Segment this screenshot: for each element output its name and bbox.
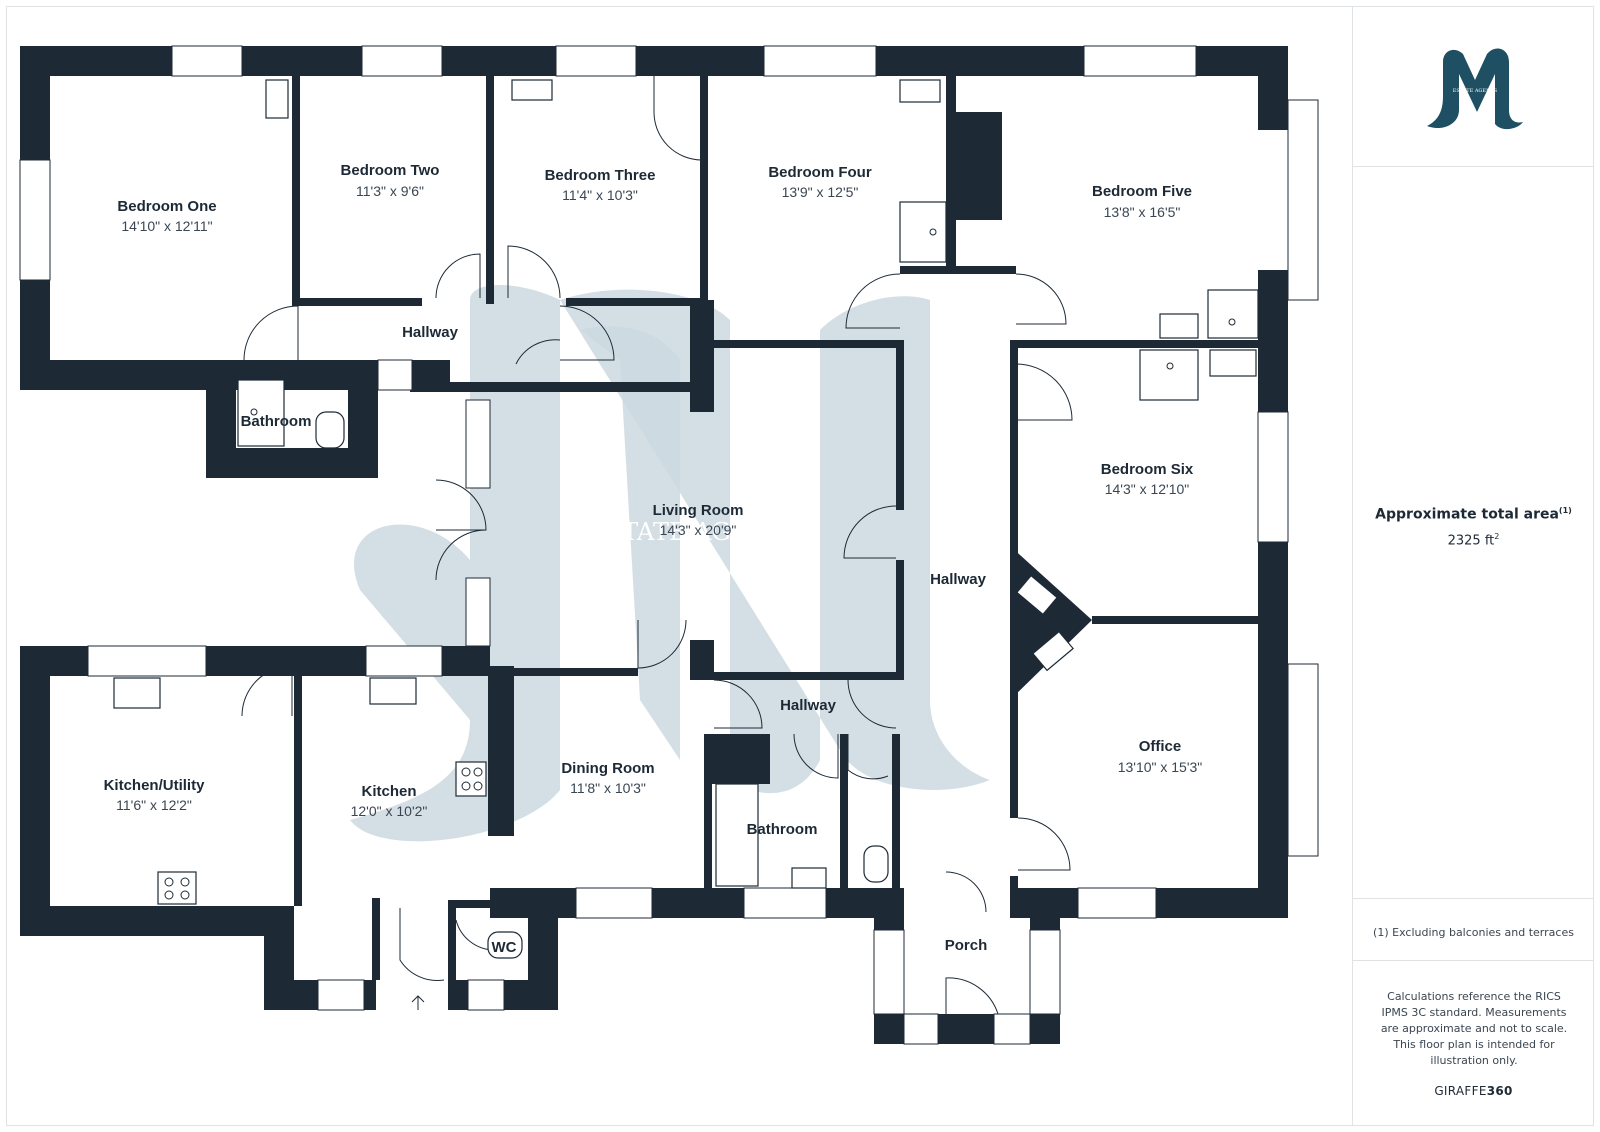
room-name-bedroom-four: Bedroom Four [768, 164, 871, 181]
room-dims-living-room: 14'3" x 20'9" [660, 522, 737, 538]
room-dims-bedroom-three: 11'4" x 10'3" [562, 187, 638, 203]
room-dims-bedroom-two: 11'3" x 9'6" [356, 183, 424, 199]
room-dims-bedroom-four: 13'9" x 12'5" [782, 184, 859, 200]
room-name-porch: Porch [945, 937, 988, 954]
interior-walls [292, 76, 1258, 980]
sidebar-divider [1353, 898, 1594, 899]
brand-bold: 360 [1486, 1084, 1513, 1098]
room-name-bedroom-one: Bedroom One [117, 198, 216, 215]
room-name-kitchen-utility: Kitchen/Utility [104, 777, 205, 794]
doors [241, 76, 1073, 1015]
brand-credit: GIRAFFE360 [1353, 1084, 1594, 1098]
floor-plan: ESTATE AGENTS [19, 45, 1319, 1045]
info-sidebar: ESTATE AGENTS Approximate total area (1) … [1352, 6, 1594, 1126]
room-dims-kitchen-utility: 11'6" x 12'2" [116, 797, 192, 813]
area-title-text: Approximate total area [1375, 506, 1559, 523]
room-name-bedroom-five: Bedroom Five [1092, 183, 1192, 200]
sidebar-divider [1353, 960, 1594, 961]
estate-agent-logo: ESTATE AGENTS [1427, 48, 1523, 130]
footnote: (1) Excluding balconies and terraces [1373, 926, 1574, 939]
room-name-office: Office [1139, 738, 1182, 755]
room-name-living-room: Living Room [653, 502, 744, 519]
fixtures [113, 79, 1259, 959]
room-dims-dining-room: 11'8" x 10'3" [570, 780, 646, 796]
room-labels: Bedroom One 14'10" x 12'11" Bedroom Two … [104, 162, 1203, 956]
logo-caption: ESTATE AGENTS [1453, 88, 1498, 94]
room-name-bedroom-six: Bedroom Six [1101, 461, 1194, 478]
brand-light: GIRAFFE [1434, 1084, 1487, 1098]
area-unit-sup: 2 [1494, 532, 1500, 541]
room-name-dining-room: Dining Room [561, 760, 654, 777]
sidebar-divider [1353, 166, 1594, 167]
area-title: Approximate total area(1) [1353, 506, 1594, 523]
room-name-kitchen: Kitchen [361, 783, 416, 800]
room-name-bedroom-three: Bedroom Three [545, 167, 656, 184]
room-dims-bedroom-six: 14'3" x 12'10" [1105, 481, 1190, 497]
room-dims-bedroom-one: 14'10" x 12'11" [121, 218, 212, 234]
area-value-text: 2325 ft [1447, 533, 1495, 549]
room-name-bathroom-middle: Bathroom [747, 821, 818, 838]
room-dims-office: 13'10" x 15'3" [1118, 759, 1203, 775]
room-name-hallway-middle: Hallway [780, 697, 837, 714]
page-frame [6, 6, 1594, 1126]
room-dims-bedroom-five: 13'8" x 16'5" [1104, 204, 1181, 220]
area-value: 2325 ft2 [1353, 532, 1594, 548]
room-name-bathroom-left: Bathroom [241, 413, 312, 430]
room-name-bedroom-two: Bedroom Two [341, 162, 440, 179]
room-dims-kitchen: 12'0" x 10'2" [351, 803, 428, 819]
room-name-wc: WC [492, 939, 517, 956]
watermark-text: ESTATE AGENTS [588, 518, 801, 546]
area-title-note: (1) [1558, 506, 1572, 515]
room-name-hallway-right: Hallway [930, 571, 987, 588]
room-name-hallway-top: Hallway [402, 324, 459, 341]
windows [19, 45, 1319, 1045]
calculation-note: Calculations reference the RICS IPMS 3C … [1380, 990, 1568, 1067]
